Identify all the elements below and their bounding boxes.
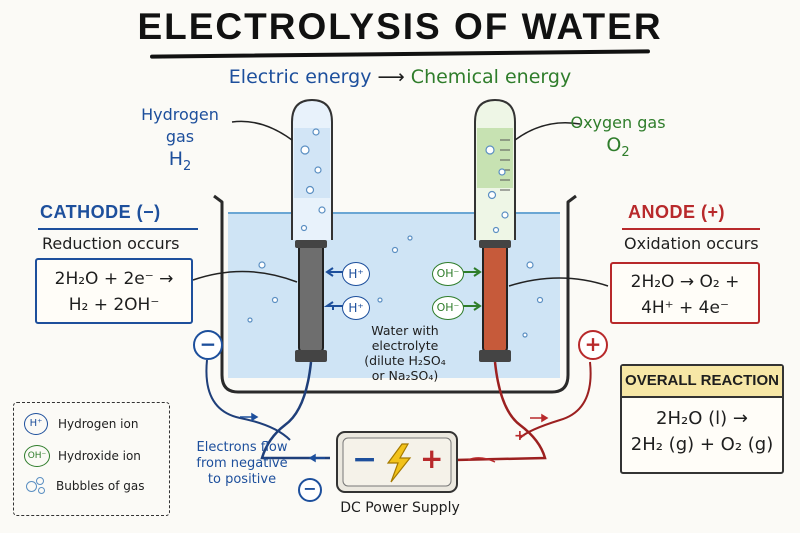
anode-equation-box: 2H₂O → O₂ + 4H⁺ + 4e⁻ bbox=[610, 262, 760, 324]
oxygen-formula: O2 bbox=[606, 134, 630, 160]
anode-leader bbox=[508, 277, 609, 287]
overall-reaction-box: OVERALL REACTION 2H₂O (l) → 2H₂ (g) + O₂… bbox=[620, 364, 784, 474]
cathode-title: CATHODE (−) bbox=[40, 202, 161, 222]
lightning-icon bbox=[386, 443, 412, 483]
ion-hydroxide-2: OH⁻ bbox=[432, 296, 464, 320]
subtitle-chemical: Chemical energy bbox=[410, 66, 572, 88]
legend-hydroxide-text: Hydroxide ion bbox=[58, 449, 141, 463]
cathode-electrode bbox=[298, 241, 324, 353]
beaker bbox=[213, 194, 577, 394]
overall-line2: 2H₂ (g) + O₂ (g) bbox=[630, 434, 774, 455]
hydrogen-gas-fill bbox=[294, 128, 330, 198]
ion-hydroxide-1: OH⁻ bbox=[432, 262, 464, 286]
legend-hydrogen-symbol: H⁺ bbox=[24, 413, 48, 435]
subtitle: Electric energy ⟶ Chemical energy bbox=[0, 66, 800, 88]
page-title: ELECTROLYSIS OF WATER bbox=[137, 6, 663, 47]
cathode-eq-line1: 2H₂O + 2e⁻ → bbox=[54, 269, 174, 289]
ion-hydrogen-2: H⁺ bbox=[342, 296, 370, 320]
overall-line1: 2H₂O (l) → bbox=[656, 408, 748, 429]
anode-electrode bbox=[482, 241, 508, 353]
overall-reaction-title: OVERALL REACTION bbox=[622, 366, 782, 398]
oxygen-gas-fill bbox=[477, 128, 513, 188]
cathode-eq-line2: H₂ + 2OH⁻ bbox=[68, 295, 160, 315]
hydrogen-leader bbox=[231, 120, 293, 141]
hydrogen-gas-label: Hydrogen gas H2 bbox=[125, 104, 235, 178]
legend-row-bubbles: Bubbles of gas bbox=[24, 477, 144, 495]
hydrogen-gas-text: Hydrogen gas bbox=[141, 105, 219, 146]
positive-wire-outer bbox=[519, 361, 592, 439]
anode-title: ANODE (+) bbox=[628, 202, 726, 222]
electron-flow-label: Electrons flow from negative to positive bbox=[196, 440, 288, 487]
water-label: Water with electrolyte (dilute H₂SO₄ or … bbox=[364, 323, 446, 383]
negative-terminal-top: − bbox=[193, 330, 223, 360]
battery-plus: + bbox=[420, 442, 444, 475]
subtitle-electric: Electric energy bbox=[228, 66, 372, 88]
anode-process: Oxidation occurs bbox=[624, 234, 759, 253]
legend: H⁺ Hydrogen ion OH⁻ Hydroxide ion Bubble… bbox=[13, 402, 170, 516]
positive-terminal-top: + bbox=[578, 330, 608, 360]
hydrogen-formula: H2 bbox=[168, 148, 192, 174]
legend-row-hydroxide: OH⁻ Hydroxide ion bbox=[24, 445, 141, 467]
oxygen-leader bbox=[514, 121, 581, 141]
legend-bubbles-text: Bubbles of gas bbox=[56, 479, 145, 493]
oxygen-gas-label: Oxygen gas O2 bbox=[568, 112, 668, 164]
bubbles-icon bbox=[24, 477, 48, 495]
negative-wire bbox=[260, 361, 330, 460]
bubbles bbox=[247, 128, 544, 338]
negative-wire-outer bbox=[205, 359, 291, 441]
cathode-leader bbox=[192, 270, 298, 283]
negative-terminal-bottom: − bbox=[298, 478, 322, 502]
anode-eq-line1: 2H₂O → O₂ + bbox=[630, 272, 740, 292]
legend-hydroxide-symbol: OH⁻ bbox=[24, 445, 50, 467]
oxygen-gas-text: Oxygen gas bbox=[570, 113, 666, 132]
anode-eq-line2: 4H⁺ + 4e⁻ bbox=[641, 298, 729, 318]
power-supply-label: DC Power Supply bbox=[340, 500, 460, 516]
positive-wire bbox=[454, 361, 547, 462]
ion-hydrogen-1: H⁺ bbox=[342, 262, 370, 286]
subtitle-arrow: ⟶ bbox=[377, 66, 405, 88]
cathode-process: Reduction occurs bbox=[42, 234, 180, 253]
legend-hydrogen-text: Hydrogen ion bbox=[58, 417, 139, 431]
legend-row-hydrogen: H⁺ Hydrogen ion bbox=[24, 413, 138, 435]
positive-mark: + bbox=[514, 428, 526, 444]
battery-minus: − bbox=[352, 442, 378, 477]
cathode-equation-box: 2H₂O + 2e⁻ → H₂ + 2OH⁻ bbox=[35, 258, 193, 324]
